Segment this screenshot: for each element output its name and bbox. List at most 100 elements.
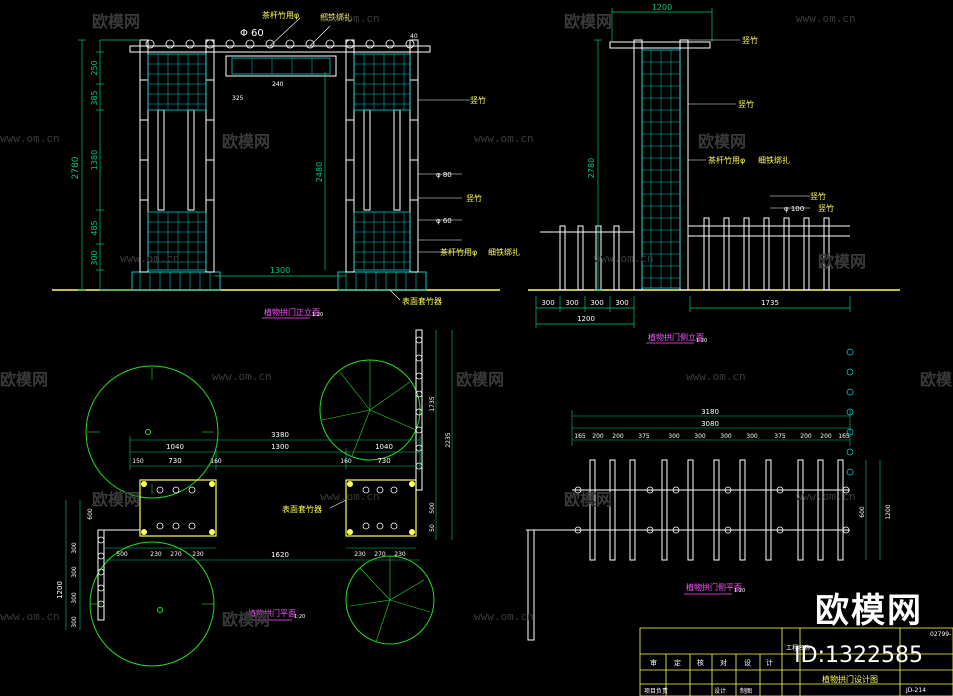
side-note-5: 竖竹 — [810, 191, 826, 201]
watermark-url: www.om.cn — [474, 610, 534, 623]
title-block-row-1: 审 — [650, 658, 657, 667]
front-elevation-title: 植物拱门正立面 — [264, 307, 320, 317]
side-note-4: 细铁绑扎 — [758, 155, 790, 165]
watermark-brand: 欧模网 — [698, 132, 747, 151]
side-plan-title: 植物拱门侧平面 — [686, 582, 742, 592]
watermark-brand: 欧模网 — [920, 370, 953, 389]
front-plan-title: 植物拱门平面 — [248, 608, 296, 618]
note-tea-bamboo-top: 茶杆竹用φ — [262, 10, 299, 20]
side-plan-right-600: 600 — [859, 506, 866, 518]
front-plan-scale: 1:20 — [294, 614, 305, 620]
side-plan-dim-12: 165 — [838, 433, 850, 440]
watermark-url: www.om.cn — [686, 370, 746, 383]
side-plan-scale: 1:20 — [734, 588, 745, 594]
watermark-brand: 欧模网 — [222, 610, 271, 629]
dim-left-1: 250 — [90, 60, 99, 75]
title-block-row-5: 设 — [744, 658, 751, 667]
side-plan-dim-5: 300 — [668, 433, 680, 440]
side-note-3: 茶杆竹用φ — [708, 155, 745, 165]
side-plan-dim-4: 375 — [638, 433, 650, 440]
plan-bottom-500: 500 — [116, 551, 128, 558]
pipe-diameter-label: Φ 60 — [240, 28, 264, 39]
title-block-bottom-2: 设计 — [714, 687, 726, 695]
title-block-row-3: 核 — [697, 658, 704, 667]
side-note-6: φ 100 — [784, 205, 804, 213]
side-plan-dim-6: 300 — [694, 433, 706, 440]
dim-left-2: 385 — [90, 90, 99, 105]
side-dim-right-span: 1735 — [761, 299, 779, 307]
note-dia-60: φ 60 — [436, 217, 452, 225]
plan-left-600: 600 — [87, 508, 94, 520]
plan-right-500: 500 — [429, 502, 436, 514]
title-block-row-6: 计 — [766, 658, 773, 667]
side-plan: 3180 3080 165 200 200 375 300 300 300 30… — [526, 348, 892, 641]
note-wire-bottom: 细铁绑扎 — [488, 247, 520, 257]
plan-left-300c: 300 — [71, 592, 78, 604]
side-plan-dim-2: 200 — [592, 433, 604, 440]
plan-dim-total: 3380 — [271, 431, 289, 439]
side-dim-bottom-4: 300 — [615, 299, 628, 307]
side-plan-dim-9: 375 — [774, 433, 786, 440]
title-block-project-label: 工程名称 — [786, 644, 810, 652]
watermark-brand: 欧模网 — [456, 370, 505, 389]
title-block-bottom-1: 项目负责 — [644, 687, 668, 695]
plan-dim-right-1040: 1040 — [375, 443, 393, 451]
plan-left-300d: 300 — [71, 616, 78, 628]
watermark-url: www.om.cn — [594, 252, 654, 265]
side-dim-top: 1200 — [652, 3, 672, 12]
plan-dim-left-1040: 1040 — [166, 443, 184, 451]
side-plan-dim-10: 200 — [800, 433, 812, 440]
resource-id-label: ID:1322585 — [794, 643, 923, 668]
plan-left-300b: 300 — [71, 566, 78, 578]
plan-bottom-r-230a: 230 — [354, 551, 366, 558]
note-vertical-bamboo-1: 竖竹 — [470, 95, 486, 105]
side-dim-bottom-3: 300 — [590, 299, 603, 307]
plan-right-50: 50 — [429, 524, 436, 532]
plan-bottom-230b: 230 — [192, 551, 204, 558]
watermark-brand: 欧模网 — [564, 12, 613, 31]
plan-bottom-r-230b: 230 — [394, 551, 406, 558]
note-ground-bamboo: 表面套竹器 — [402, 296, 442, 306]
dim-left-4: 485 — [90, 220, 99, 235]
side-note-7: 竖竹 — [818, 203, 834, 213]
front-plan: 3380 1040 1300 1040 150 730 160 160 730 … — [56, 329, 453, 667]
title-block-drawing-no: JD-214 — [905, 687, 926, 694]
note-vertical-bamboo-2: 竖竹 — [466, 193, 482, 203]
side-plan-dim-8: 300 — [746, 433, 758, 440]
dim-left-5: 300 — [90, 250, 99, 265]
small-dim-3: 325 — [232, 95, 244, 102]
title-block-row-4: 对 — [720, 658, 727, 667]
watermark-url: www.om.cn — [320, 12, 380, 25]
side-dim-height: 2780 — [587, 158, 596, 178]
side-plan-dim-7: 300 — [720, 433, 732, 440]
side-note-1: 竖竹 — [742, 35, 758, 45]
plan-bottom-r-270: 270 — [374, 551, 386, 558]
watermark-url: www.om.cn — [120, 252, 180, 265]
plan-left-total: 1200 — [56, 581, 64, 599]
title-block-row-2: 定 — [674, 658, 681, 667]
plan-left-300a: 300 — [71, 542, 78, 554]
dim-inner-height: 2480 — [315, 162, 324, 182]
watermark-brand: 欧模网 — [92, 12, 141, 31]
dim-total-height: 2780 — [71, 156, 81, 179]
site-brand-logo: 欧模网 — [815, 591, 923, 631]
plan-dim-730-left: 730 — [168, 457, 181, 465]
note-tea-bamboo-bottom: 茶杆竹用φ — [440, 247, 477, 257]
side-elevation: 1200 2780 300 300 300 300 1200 1735 竖竹 竖… — [528, 3, 900, 344]
small-dim-1: 40 — [410, 33, 418, 40]
side-plan-total: 3180 — [701, 408, 719, 416]
side-elevation-scale: 1:20 — [696, 338, 707, 344]
watermark-brand: 欧模网 — [818, 252, 867, 271]
side-plan-subtotal: 3080 — [701, 420, 719, 428]
plan-label-bamboo: 表面套竹器 — [282, 504, 322, 514]
watermark-brand: 欧模网 — [564, 490, 613, 509]
watermark-url: www.om.cn — [0, 610, 60, 623]
note-wire-top: 细铁绑扎 — [320, 12, 352, 22]
watermark-url: www.om.cn — [796, 12, 856, 25]
watermark-brand: 欧模网 — [0, 370, 49, 389]
front-elevation-scale: 1:20 — [312, 312, 323, 318]
title-block: 工程名称 植物拱门设计图 JD-214 02799- 审 定 核 对 设 计 项… — [639, 627, 953, 696]
plan-bottom-230a: 230 — [150, 551, 162, 558]
title-block-bottom-3: 制图 — [740, 687, 752, 695]
